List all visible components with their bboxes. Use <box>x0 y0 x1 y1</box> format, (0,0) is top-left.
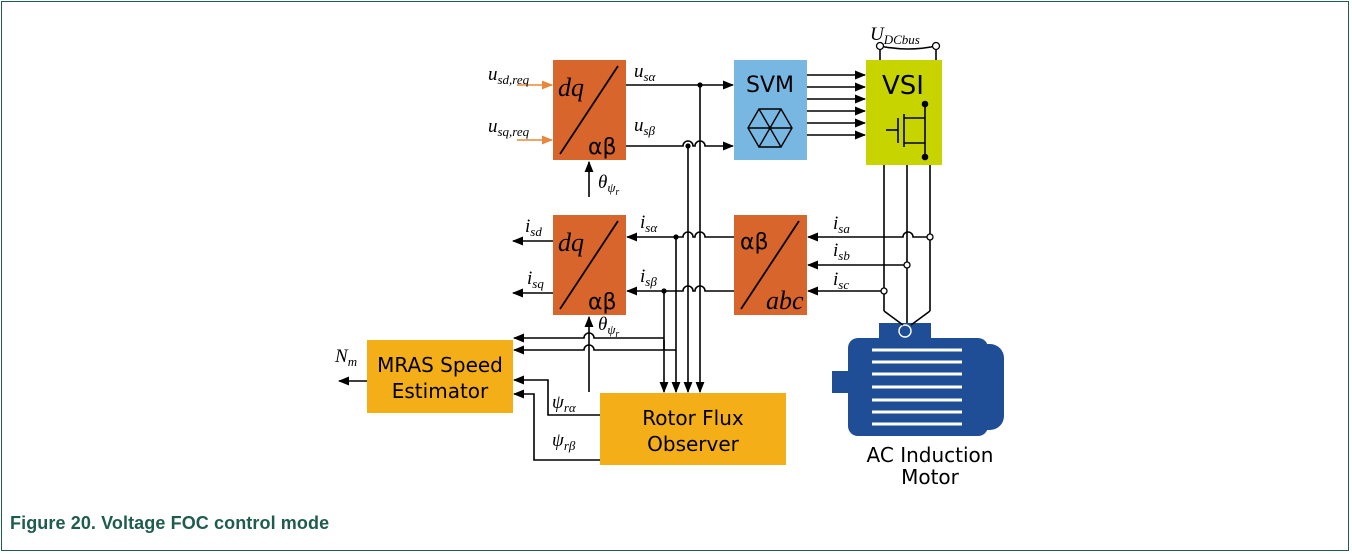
svg-text:VSI: VSI <box>882 71 924 101</box>
svg-text:Motor: Motor <box>901 465 960 489</box>
dq-label: dq <box>558 228 584 257</box>
is-alpha-label: isα <box>640 212 658 235</box>
figure-caption: Figure 20. Voltage FOC control mode <box>10 513 330 533</box>
isd-label: isd <box>525 216 542 239</box>
is-beta-label: isβ <box>640 266 657 289</box>
isa-label: isa <box>833 213 850 236</box>
svg-text:Observer: Observer <box>647 432 740 456</box>
isb-label: isb <box>833 240 850 263</box>
hexagon-icon <box>747 108 793 148</box>
svg-text:Estimator: Estimator <box>392 379 489 403</box>
theta-bottom-label: θψr <box>598 314 619 340</box>
isq-label: isq <box>527 268 544 291</box>
svm-block: SVM <box>734 60 807 160</box>
us-beta-label: usβ <box>634 115 656 138</box>
psi-rb-label: ψrβ <box>552 430 576 453</box>
mras-speed-estimator-block: MRAS Speed Estimator <box>367 340 513 413</box>
ac-induction-motor-icon: AC Induction Motor <box>832 323 1004 489</box>
signal-labels: usd,req usq,req usα usβ θψr UDCbus isd i… <box>334 24 920 453</box>
dq-to-alphabeta-block-bottom: dq αβ <box>553 215 626 315</box>
dq-to-alphabeta-block-top: dq αβ <box>553 60 626 160</box>
svg-text:AC Induction: AC Induction <box>867 443 994 467</box>
us-alpha-label: usα <box>634 61 657 84</box>
alphabeta-label: αβ <box>588 135 617 160</box>
svg-text:Rotor Flux: Rotor Flux <box>642 406 744 430</box>
usq-req-label: usq,req <box>488 116 530 139</box>
psi-ra-label: ψrα <box>552 392 577 415</box>
nm-label: Nm <box>334 346 357 369</box>
vsi-block: VSI <box>866 60 942 165</box>
junctions <box>661 41 941 295</box>
abc-label: abc <box>766 286 804 315</box>
mosfet-icon <box>886 100 929 161</box>
udc-label: UDCbus <box>870 24 920 47</box>
alphabeta-to-abc-block: αβ abc <box>734 215 807 315</box>
usd-req-label: usd,req <box>488 64 530 87</box>
dq-label: dq <box>558 73 584 102</box>
theta-top-label: θψr <box>598 172 619 198</box>
svg-text:MRAS Speed: MRAS Speed <box>377 353 503 377</box>
signal-wires <box>337 45 937 461</box>
svg-text:SVM: SVM <box>746 73 794 98</box>
alphabeta-label: αβ <box>740 230 769 255</box>
rotor-flux-observer-block: Rotor Flux Observer <box>600 393 786 465</box>
isc-label: isc <box>833 269 849 292</box>
alphabeta-label: αβ <box>588 290 617 315</box>
